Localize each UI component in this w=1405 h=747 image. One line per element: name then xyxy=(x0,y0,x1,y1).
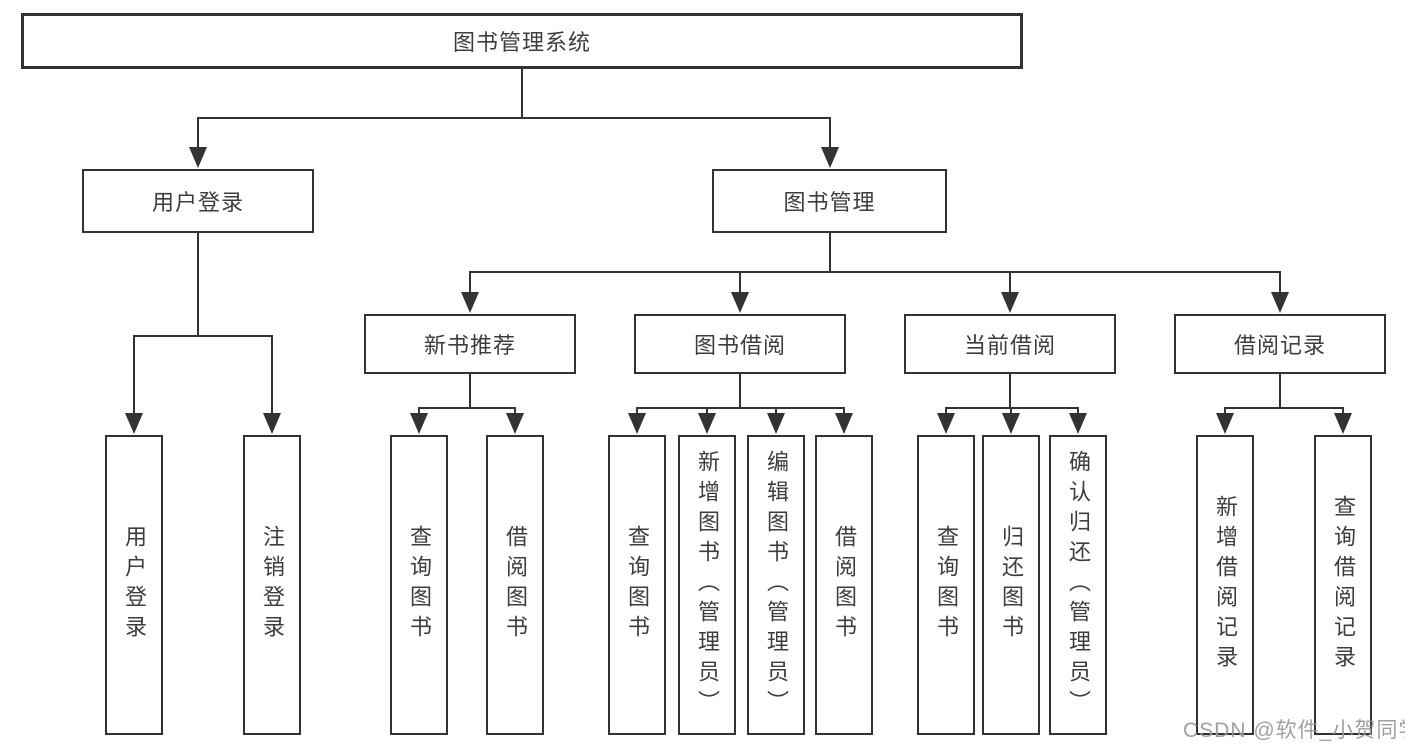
leaf-label: 归还图书 xyxy=(999,525,1024,645)
node-new-book-recommendation: 新书推荐 xyxy=(364,314,576,374)
leaf-label: 借阅图书 xyxy=(503,525,528,645)
leaf-user-login: 用户登录 xyxy=(105,435,163,735)
leaf-query-books-borrow: 查询图书 xyxy=(608,435,666,735)
leaf-query-books-current: 查询图书 xyxy=(917,435,975,735)
leaf-borrow-books-recommend: 借阅图书 xyxy=(486,435,544,735)
leaf-label: 借阅图书 xyxy=(832,525,857,645)
node-borrowing-records: 借阅记录 xyxy=(1174,314,1386,374)
leaf-label: 查询借阅记录 xyxy=(1331,495,1356,675)
leaf-label: 用户登录 xyxy=(122,525,147,645)
leaf-label: 查询图书 xyxy=(625,525,650,645)
leaf-query-borrow-record: 查询借阅记录 xyxy=(1314,435,1372,735)
leaf-logout: 注销登录 xyxy=(243,435,301,735)
leaf-edit-books-admin: 编辑图书（管理员） xyxy=(747,435,805,735)
node-current-borrowing: 当前借阅 xyxy=(904,314,1116,374)
node-user-login: 用户登录 xyxy=(82,169,314,233)
leaf-query-books-recommend: 查询图书 xyxy=(390,435,448,735)
leaf-label: 查询图书 xyxy=(934,525,959,645)
node-book-management: 图书管理 xyxy=(712,169,947,233)
leaf-label: 新增图书（管理员） xyxy=(695,450,720,720)
node-root-book-management-system: 图书管理系统 xyxy=(21,13,1023,69)
leaf-label: 确认归还（管理员） xyxy=(1066,450,1091,720)
leaf-add-books-admin: 新增图书（管理员） xyxy=(678,435,736,735)
leaf-borrow-books: 借阅图书 xyxy=(815,435,873,735)
leaf-confirm-return-admin: 确认归还（管理员） xyxy=(1049,435,1107,735)
leaf-label: 新增借阅记录 xyxy=(1213,495,1238,675)
node-book-borrowing: 图书借阅 xyxy=(634,314,846,374)
leaf-label: 注销登录 xyxy=(260,525,285,645)
leaf-return-books: 归还图书 xyxy=(982,435,1040,735)
leaf-add-borrow-record: 新增借阅记录 xyxy=(1196,435,1254,735)
leaf-label: 编辑图书（管理员） xyxy=(764,450,789,720)
leaf-label: 查询图书 xyxy=(407,525,432,645)
csdn-watermark: CSDN @软件_小贺同学 xyxy=(1183,719,1405,742)
